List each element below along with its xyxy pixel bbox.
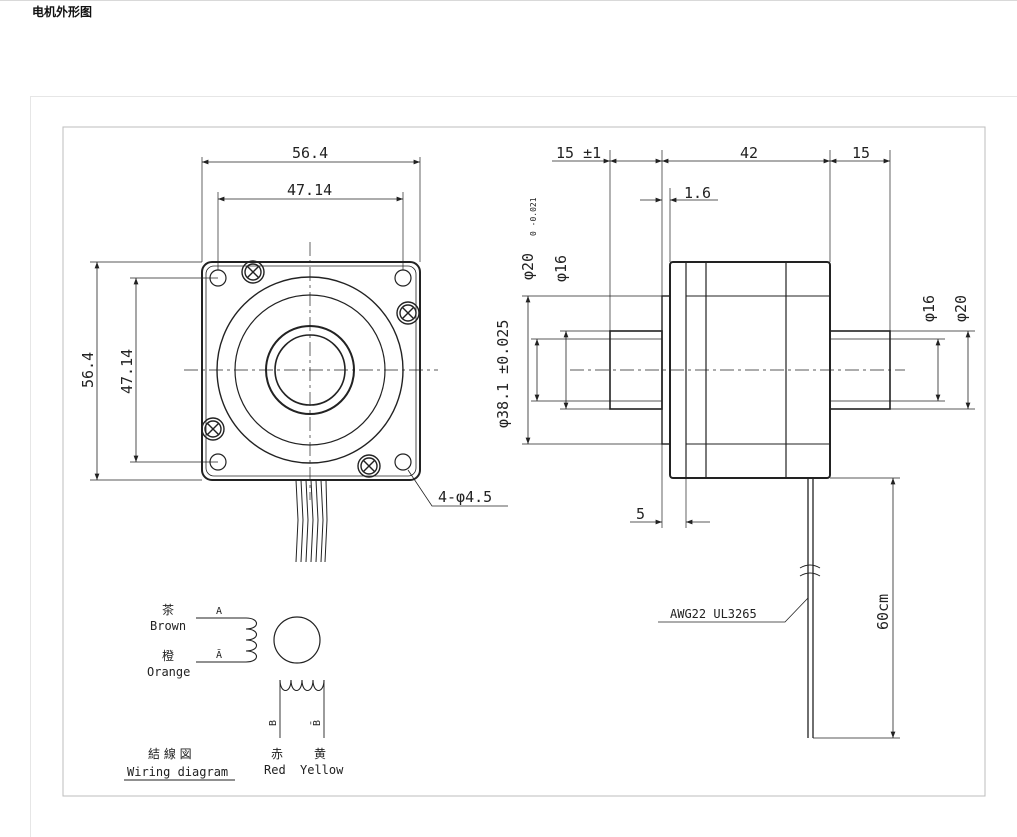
- wiring-title-en: Wiring diagram: [127, 765, 228, 779]
- dim-front-shaft-dia: φ16: [552, 255, 570, 282]
- coil-b: [279, 679, 325, 692]
- content-panel: [30, 96, 1017, 837]
- cable-spec: AWG22 UL3265: [670, 607, 757, 621]
- dim-width-holes: 47.14: [287, 181, 332, 199]
- wire-b-en: Red: [264, 763, 286, 777]
- dim-cable-len: 60cm: [874, 594, 892, 630]
- dim-flange: 1.6: [684, 184, 711, 202]
- wiring-labels: 茶 Brown A 橙 Orange Ā B B̄ 赤 Red 黄 Yellow…: [127, 602, 344, 779]
- screw-icon: [241, 260, 265, 284]
- wire-abar-tag: Ā: [216, 648, 222, 661]
- dim-front-shaft-len: 15 ±1: [556, 144, 601, 162]
- mount-hole: [394, 269, 412, 287]
- rotor-circle: [273, 616, 321, 664]
- wiring-title-cn: 結 線 図: [148, 746, 192, 761]
- wiring-diagram: [124, 616, 325, 781]
- dim-body-len: 42: [740, 144, 758, 162]
- wire-a-en: Brown: [150, 619, 186, 633]
- drawing-border: [62, 126, 986, 797]
- dim-pilot-depth: 5: [636, 505, 645, 523]
- screw-icon: [396, 301, 420, 325]
- dim-rear-shaft-dia: φ16: [920, 295, 938, 322]
- wire-a-tag: A: [216, 606, 222, 617]
- side-view-labels: 15 ±1 42 15 1.6 φ20 0 -0.021 φ16 φ38.1 ±…: [494, 144, 970, 630]
- side-view: [522, 150, 975, 739]
- top-divider: [0, 0, 1017, 1]
- screw-icon: [201, 417, 225, 441]
- dim-height-outer: 56.4: [79, 352, 97, 388]
- dim-mount-holes: 4-φ4.5: [438, 488, 492, 506]
- dim-pilot-dia: φ38.1 ±0.025: [494, 320, 512, 428]
- coil-a: [245, 617, 258, 663]
- wire-abar-cn: 橙: [162, 648, 174, 663]
- wire-bbar-cn: 黄: [314, 747, 326, 761]
- front-view: [90, 157, 508, 563]
- mount-hole: [394, 453, 412, 471]
- screw-icon: [357, 454, 381, 478]
- wire-abar-en: Orange: [147, 665, 190, 679]
- lead-wires: [295, 479, 328, 563]
- dim-boss-dia: φ20: [519, 253, 537, 280]
- wire-bbar-en: Yellow: [300, 763, 344, 777]
- dim-width-outer: 56.4: [292, 144, 328, 162]
- wire-b-cn: 赤: [271, 747, 283, 761]
- dim-rear-boss-dia: φ20: [952, 295, 970, 322]
- dim-boss-tol: 0 -0.021: [529, 197, 538, 236]
- front-view-labels: 56.4 47.14 56.4 47.14 4-φ4.5: [79, 144, 492, 506]
- dim-height-holes: 47.14: [118, 349, 136, 394]
- wire-a-cn: 茶: [162, 602, 174, 617]
- dim-rear-shaft-len: 15: [852, 144, 870, 162]
- page-title: 电机外形图: [32, 5, 93, 19]
- wire-bbar-tag: B̄: [310, 720, 323, 726]
- wire-b-tag: B: [268, 720, 279, 726]
